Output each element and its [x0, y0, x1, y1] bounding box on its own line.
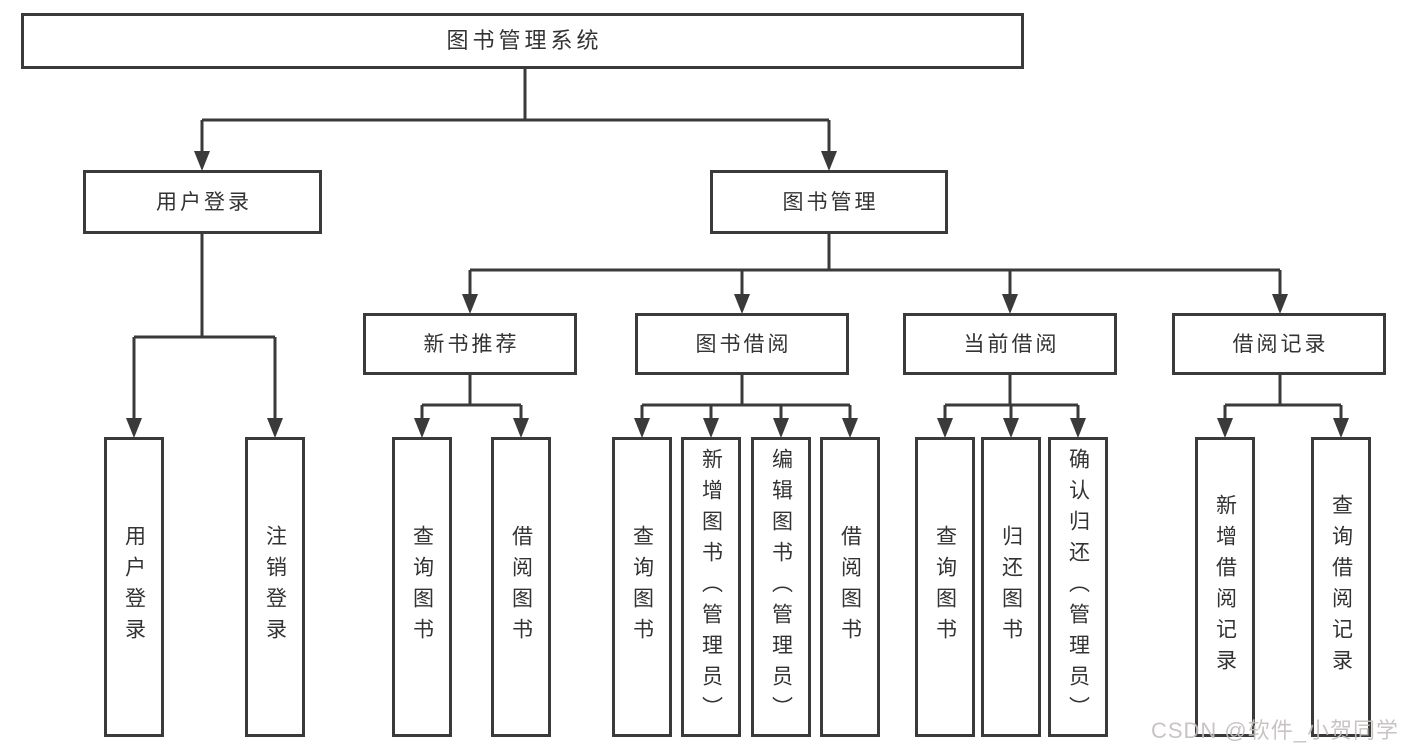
node-borrowing-records: 借阅记录: [1172, 313, 1386, 375]
leaf-label: 借阅图书: [509, 525, 533, 649]
leaf-label: 查询图书: [630, 525, 654, 649]
node-label: 当前借阅: [963, 332, 1060, 356]
leaf-add-book-admin: 新增图书（管理员）: [681, 437, 741, 737]
node-label: 用户登录: [156, 190, 252, 214]
node-label: 图书管理系统: [446, 28, 603, 53]
leaf-label: 查询图书: [933, 525, 957, 649]
leaf-edit-book-admin: 编辑图书（管理员）: [751, 437, 811, 737]
leaf-label: 用户登录: [122, 525, 146, 649]
leaf-label: 确认归还（管理员）: [1066, 447, 1090, 727]
leaf-borrow-books: 借阅图书: [491, 437, 551, 737]
leaf-user-login: 用户登录: [104, 437, 164, 737]
node-label: 图书借阅: [695, 332, 792, 356]
csdn-watermark: CSDN @软件_小贺同学: [1150, 718, 1399, 743]
leaf-label: 查询图书: [410, 525, 434, 649]
leaf-label: 新增借阅记录: [1213, 494, 1237, 680]
node-label: 新书推荐: [423, 332, 520, 356]
leaf-label: 查询借阅记录: [1329, 494, 1353, 680]
node-new-book-recommendation: 新书推荐: [363, 313, 577, 375]
leaf-label: 归还图书: [999, 525, 1023, 649]
node-user-login-branch: 用户登录: [83, 170, 322, 234]
leaf-label: 借阅图书: [838, 525, 862, 649]
leaf-label: 新增图书（管理员）: [699, 447, 723, 727]
node-book-borrowing: 图书借阅: [635, 313, 849, 375]
leaf-logout: 注销登录: [245, 437, 305, 737]
leaf-label: 编辑图书（管理员）: [769, 447, 793, 727]
leaf-confirm-return-admin: 确认归还（管理员）: [1048, 437, 1108, 737]
node-label: 借阅记录: [1232, 332, 1329, 356]
leaf-borrow-books: 借阅图书: [820, 437, 880, 737]
leaf-label: 注销登录: [263, 525, 287, 649]
leaf-query-borrow-record: 查询借阅记录: [1311, 437, 1371, 737]
node-current-borrowing: 当前借阅: [903, 313, 1117, 375]
leaf-query-books: 查询图书: [915, 437, 975, 737]
leaf-query-books: 查询图书: [612, 437, 672, 737]
node-library-management-system: 图书管理系统: [21, 13, 1024, 69]
leaf-return-book: 归还图书: [981, 437, 1041, 737]
node-label: 图书管理: [782, 190, 879, 214]
leaf-add-borrow-record: 新增借阅记录: [1195, 437, 1255, 737]
leaf-query-books: 查询图书: [392, 437, 452, 737]
node-book-management-branch: 图书管理: [710, 170, 948, 234]
